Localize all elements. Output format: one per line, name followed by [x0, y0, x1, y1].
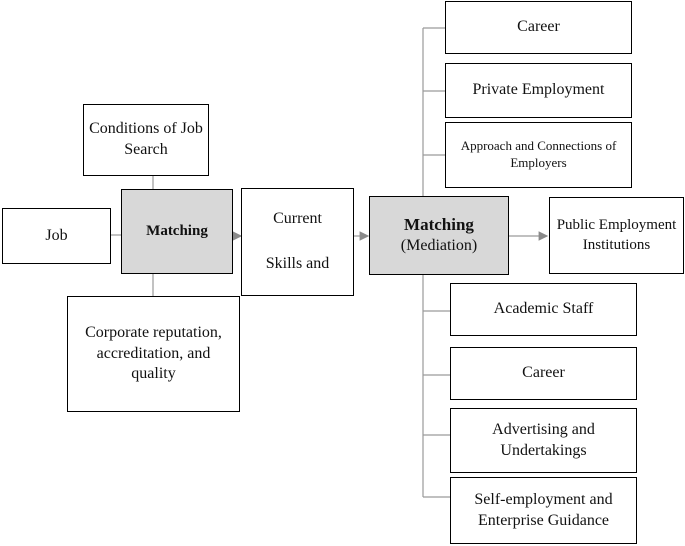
current-skills-line1: Current	[273, 210, 322, 228]
academic-staff-label: Academic Staff	[493, 300, 594, 318]
public-employment-box: Public Employment Institutions	[549, 197, 684, 274]
current-skills-box: Current Skills and	[241, 188, 354, 296]
matching-mediation-subtitle: (Mediation)	[400, 237, 478, 255]
job-box: Job	[2, 208, 111, 264]
matching-mediation-box: Matching (Mediation)	[369, 196, 509, 275]
matching-label: Matching	[146, 222, 208, 239]
career-bottom-box: Career	[450, 347, 637, 400]
advertising-label: Advertising and Undertakings	[492, 420, 595, 459]
career-top-box: Career	[445, 1, 632, 54]
public-employment-label: Public Employment Institutions	[556, 217, 677, 253]
approach-connections-box: Approach and Connections of Employers	[445, 122, 632, 188]
matching-mediation-title: Matching	[404, 215, 474, 235]
conditions-of-job-search-label: Conditions of Job Search	[89, 120, 203, 158]
approach-connections-label: Approach and Connections of Employers	[460, 138, 617, 170]
career-top-label: Career	[517, 18, 560, 36]
job-label: Job	[45, 226, 68, 244]
conditions-of-job-search-box: Conditions of Job Search	[83, 104, 209, 176]
corporate-reputation-box: Corporate reputation, accreditation, and…	[67, 296, 240, 412]
private-employment-label: Private Employment	[472, 81, 605, 99]
academic-staff-box: Academic Staff	[450, 283, 637, 336]
corporate-reputation-label: Corporate reputation, accreditation, and…	[85, 323, 222, 383]
private-employment-box: Private Employment	[445, 63, 632, 118]
matching-box: Matching	[121, 189, 233, 274]
self-employment-box: Self-employment and Enterprise Guidance	[450, 477, 637, 544]
career-bottom-label: Career	[522, 364, 565, 382]
current-skills-line2: Skills and	[265, 255, 330, 273]
self-employment-label: Self-employment and Enterprise Guidance	[474, 490, 613, 529]
advertising-box: Advertising and Undertakings	[450, 408, 637, 473]
